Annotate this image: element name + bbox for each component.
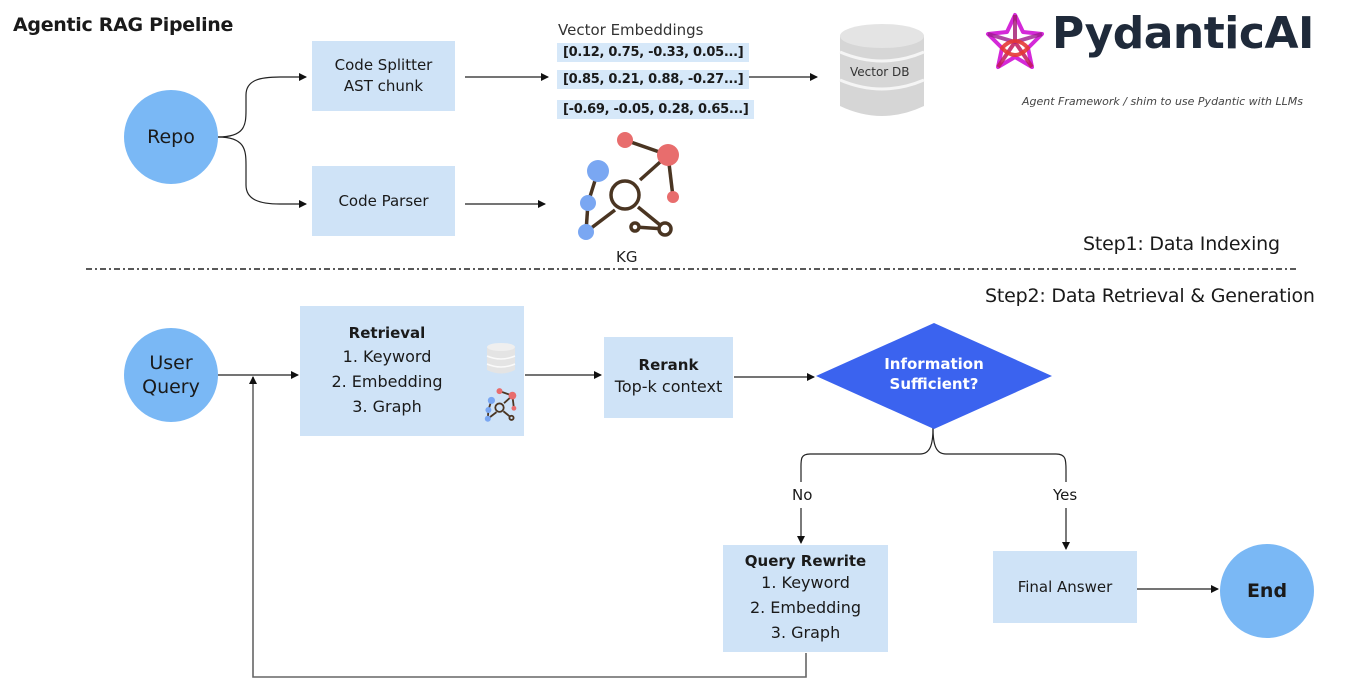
- code-parser-box: Code Parser: [312, 166, 455, 236]
- query-rewrite-title: Query Rewrite: [744, 552, 867, 570]
- repo-label: Repo: [147, 126, 195, 148]
- code-parser-label: Code Parser: [338, 191, 429, 210]
- code-splitter-sublabel: AST chunk: [343, 77, 424, 95]
- vector-db-label: Vector DB: [850, 65, 910, 79]
- yes-branch-label: Yes: [1053, 486, 1078, 504]
- decision-node: Information Sufficient?: [816, 323, 1052, 429]
- retrieval-item: 1. Keyword: [342, 346, 432, 366]
- code-splitter-box: Code Splitter AST chunk: [312, 41, 455, 111]
- pydantic-star-logo-icon: [986, 13, 1044, 69]
- embedding-vector: [0.85, 0.21, 0.88, -0.27...]: [557, 70, 750, 89]
- embeddings-title: Vector Embeddings: [558, 21, 704, 39]
- decision-label-2: Sufficient?: [889, 375, 979, 393]
- query-rewrite-box: Query Rewrite 1. Keyword 2. Embedding 3.…: [723, 545, 888, 652]
- decision-label: Information: [884, 355, 984, 373]
- rerank-title: Rerank: [638, 356, 699, 374]
- rerank-subtitle: Top-k context: [614, 377, 723, 396]
- retrieval-title: Retrieval: [348, 323, 426, 342]
- decision-diamond: [816, 323, 1052, 429]
- end-label: End: [1246, 580, 1288, 602]
- page-title: Agentic RAG Pipeline: [13, 14, 234, 36]
- edge-decision-branch: [800, 427, 934, 482]
- embedding-vector: [-0.69, -0.05, 0.28, 0.65...]: [557, 100, 755, 119]
- brand-tagline: Agent Framework / shim to use Pydantic w…: [1022, 95, 1303, 108]
- code-splitter-label: Code Splitter: [334, 56, 433, 74]
- user-query-node: User Query: [124, 328, 218, 422]
- end-node: End: [1220, 544, 1314, 638]
- final-answer-box: Final Answer: [993, 551, 1137, 623]
- edge-repo-parser: [217, 136, 307, 208]
- no-branch-label: No: [792, 486, 813, 504]
- final-answer-label: Final Answer: [1017, 577, 1113, 596]
- edge-repo-splitter: [217, 73, 307, 138]
- retrieval-item: 2. Embedding: [331, 371, 443, 391]
- mini-database-icon: [486, 343, 516, 374]
- knowledge-graph-icon: [578, 132, 679, 240]
- query-rewrite-item: 3. Graph: [770, 623, 841, 642]
- query-rewrite-item: 2. Embedding: [749, 598, 862, 617]
- vector-db: Vector DB: [838, 22, 926, 122]
- step2-label: Step2: Data Retrieval & Generation: [985, 285, 1315, 307]
- database-icon: [839, 24, 925, 116]
- brand-name: PydanticAI: [1052, 8, 1314, 59]
- step1-label: Step1: Data Indexing: [1083, 233, 1280, 255]
- query-rewrite-item: 1. Keyword: [761, 573, 850, 592]
- embedding-vector: [0.12, 0.75, -0.33, 0.05...]: [557, 43, 750, 62]
- repo-node: Repo: [124, 90, 218, 184]
- retrieval-item: 3. Graph: [352, 396, 422, 416]
- user-query-label-2: Query: [142, 376, 200, 398]
- rerank-box: Rerank Top-k context: [604, 337, 733, 418]
- kg-label: KG: [616, 248, 638, 266]
- knowledge-graph: [570, 132, 690, 247]
- edge-decision-branch-yes: [932, 427, 1067, 482]
- mini-knowledge-graph-icon: [484, 388, 517, 422]
- retrieval-box: Retrieval 1. Keyword 2. Embedding 3. Gra…: [300, 306, 524, 436]
- brand-logo: [984, 12, 1046, 70]
- user-query-label: User: [149, 352, 193, 374]
